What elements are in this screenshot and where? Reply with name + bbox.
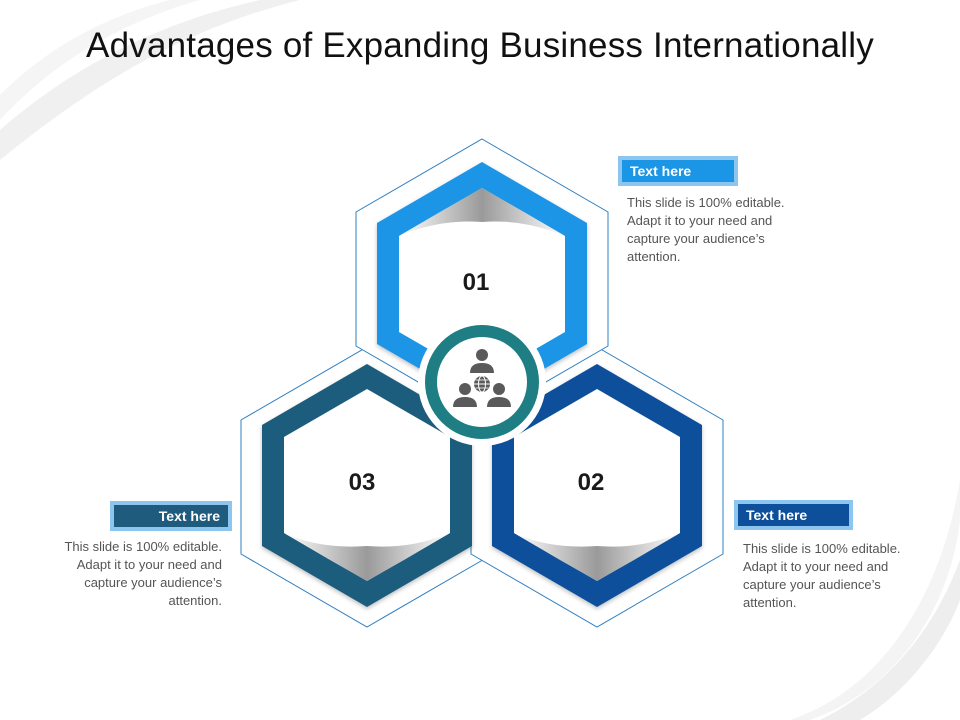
page-curl-03 <box>284 533 450 581</box>
item-02-description: This slide is 100% editable. Adapt it to… <box>743 541 901 610</box>
hexagon-01 <box>377 162 587 405</box>
item-01-number: 01 <box>463 269 490 296</box>
center-badge <box>418 318 546 446</box>
hexagon-02 <box>492 364 702 607</box>
hexagon-03 <box>262 364 472 607</box>
item-03-description: This slide is 100% editable. Adapt it to… <box>64 539 222 608</box>
item-01-label-text: Text here <box>630 163 692 179</box>
item-01-label: Text here <box>618 156 738 186</box>
page-title: Advantages of Expanding Business Interna… <box>86 26 874 65</box>
item-03-label: Text here <box>110 501 232 531</box>
item-03-label-text: Text here <box>158 508 220 524</box>
item-02-number: 02 <box>578 469 605 496</box>
item-03-number: 03 <box>349 469 376 496</box>
page-curl-02 <box>514 533 680 581</box>
item-02-label: Text here <box>734 500 853 530</box>
item-01-description: This slide is 100% editable. Adapt it to… <box>627 195 785 264</box>
global-team-icon <box>453 349 511 407</box>
page-curl-01 <box>399 188 565 236</box>
item-02-label-text: Text here <box>746 507 808 523</box>
